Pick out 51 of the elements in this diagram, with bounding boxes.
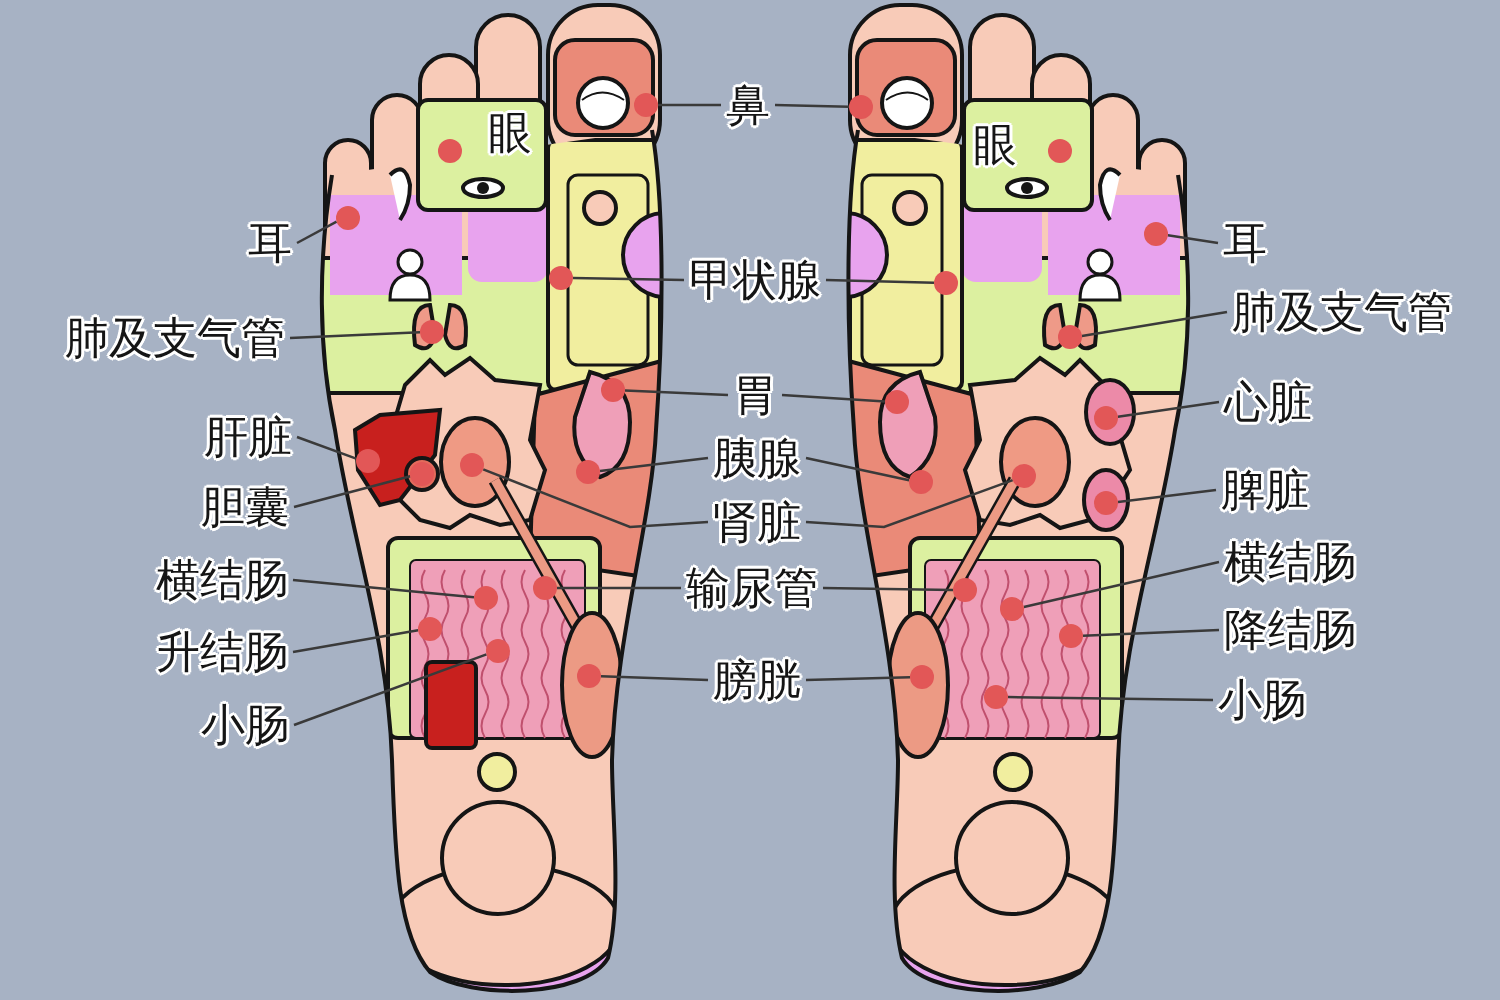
organ-label: 降结肠 <box>1224 605 1356 655</box>
leader-line <box>781 393 886 403</box>
organ-label: 胰腺 <box>713 433 801 483</box>
leader-line <box>658 103 721 107</box>
leader-line <box>557 586 681 590</box>
organ-label: 膀胱 <box>713 655 801 705</box>
leader-line <box>1117 400 1220 419</box>
organ-label: 眼 <box>488 108 532 158</box>
leader-line <box>293 653 487 727</box>
organ-label: 肺及支气管 <box>1232 287 1452 337</box>
leader-line <box>823 586 953 592</box>
organ-label: 肺及支气管 <box>65 313 285 363</box>
leader-line <box>296 435 357 460</box>
leader-line <box>1082 628 1220 637</box>
organ-label: 横结肠 <box>156 555 288 605</box>
leader-line <box>1008 695 1213 702</box>
leader-line <box>825 278 935 285</box>
leader-line <box>774 103 850 109</box>
organ-label: 心脏 <box>1224 377 1312 427</box>
organ-label: 脾脏 <box>1221 465 1309 515</box>
organ-label: 升结肠 <box>156 627 288 677</box>
leader-line <box>805 456 910 482</box>
organ-label: 耳 <box>1223 218 1267 268</box>
organ-label: 耳 <box>248 218 292 268</box>
leader-line <box>1023 560 1220 609</box>
leader-line <box>289 331 421 340</box>
leader-line <box>805 675 911 682</box>
organ-label: 胆囊 <box>201 482 289 532</box>
leader-line <box>599 456 709 473</box>
organ-label: 输尿管 <box>686 563 818 613</box>
organ-label: 肾脏 <box>713 497 801 547</box>
leader-line <box>292 578 475 599</box>
organ-label: 眼 <box>973 120 1017 170</box>
leader-line <box>572 276 685 282</box>
organ-label: 胃 <box>733 370 777 420</box>
leader-line <box>292 629 419 654</box>
leader-line <box>600 675 709 682</box>
organ-label: 甲状腺 <box>689 255 821 305</box>
leader-line <box>624 389 729 397</box>
leader-line <box>1117 488 1217 504</box>
leader-line <box>482 468 709 529</box>
organ-label: 鼻 <box>726 80 770 130</box>
leader-line <box>293 475 411 509</box>
organ-label: 小肠 <box>1218 675 1306 725</box>
leader-line <box>1167 233 1219 245</box>
organ-label: 横结肠 <box>1224 537 1356 587</box>
leader-line <box>1081 310 1228 338</box>
organ-label: 小肠 <box>201 700 289 750</box>
leader-line <box>296 220 338 245</box>
organ-label: 肝脏 <box>204 412 292 462</box>
leader-line <box>805 478 1014 529</box>
